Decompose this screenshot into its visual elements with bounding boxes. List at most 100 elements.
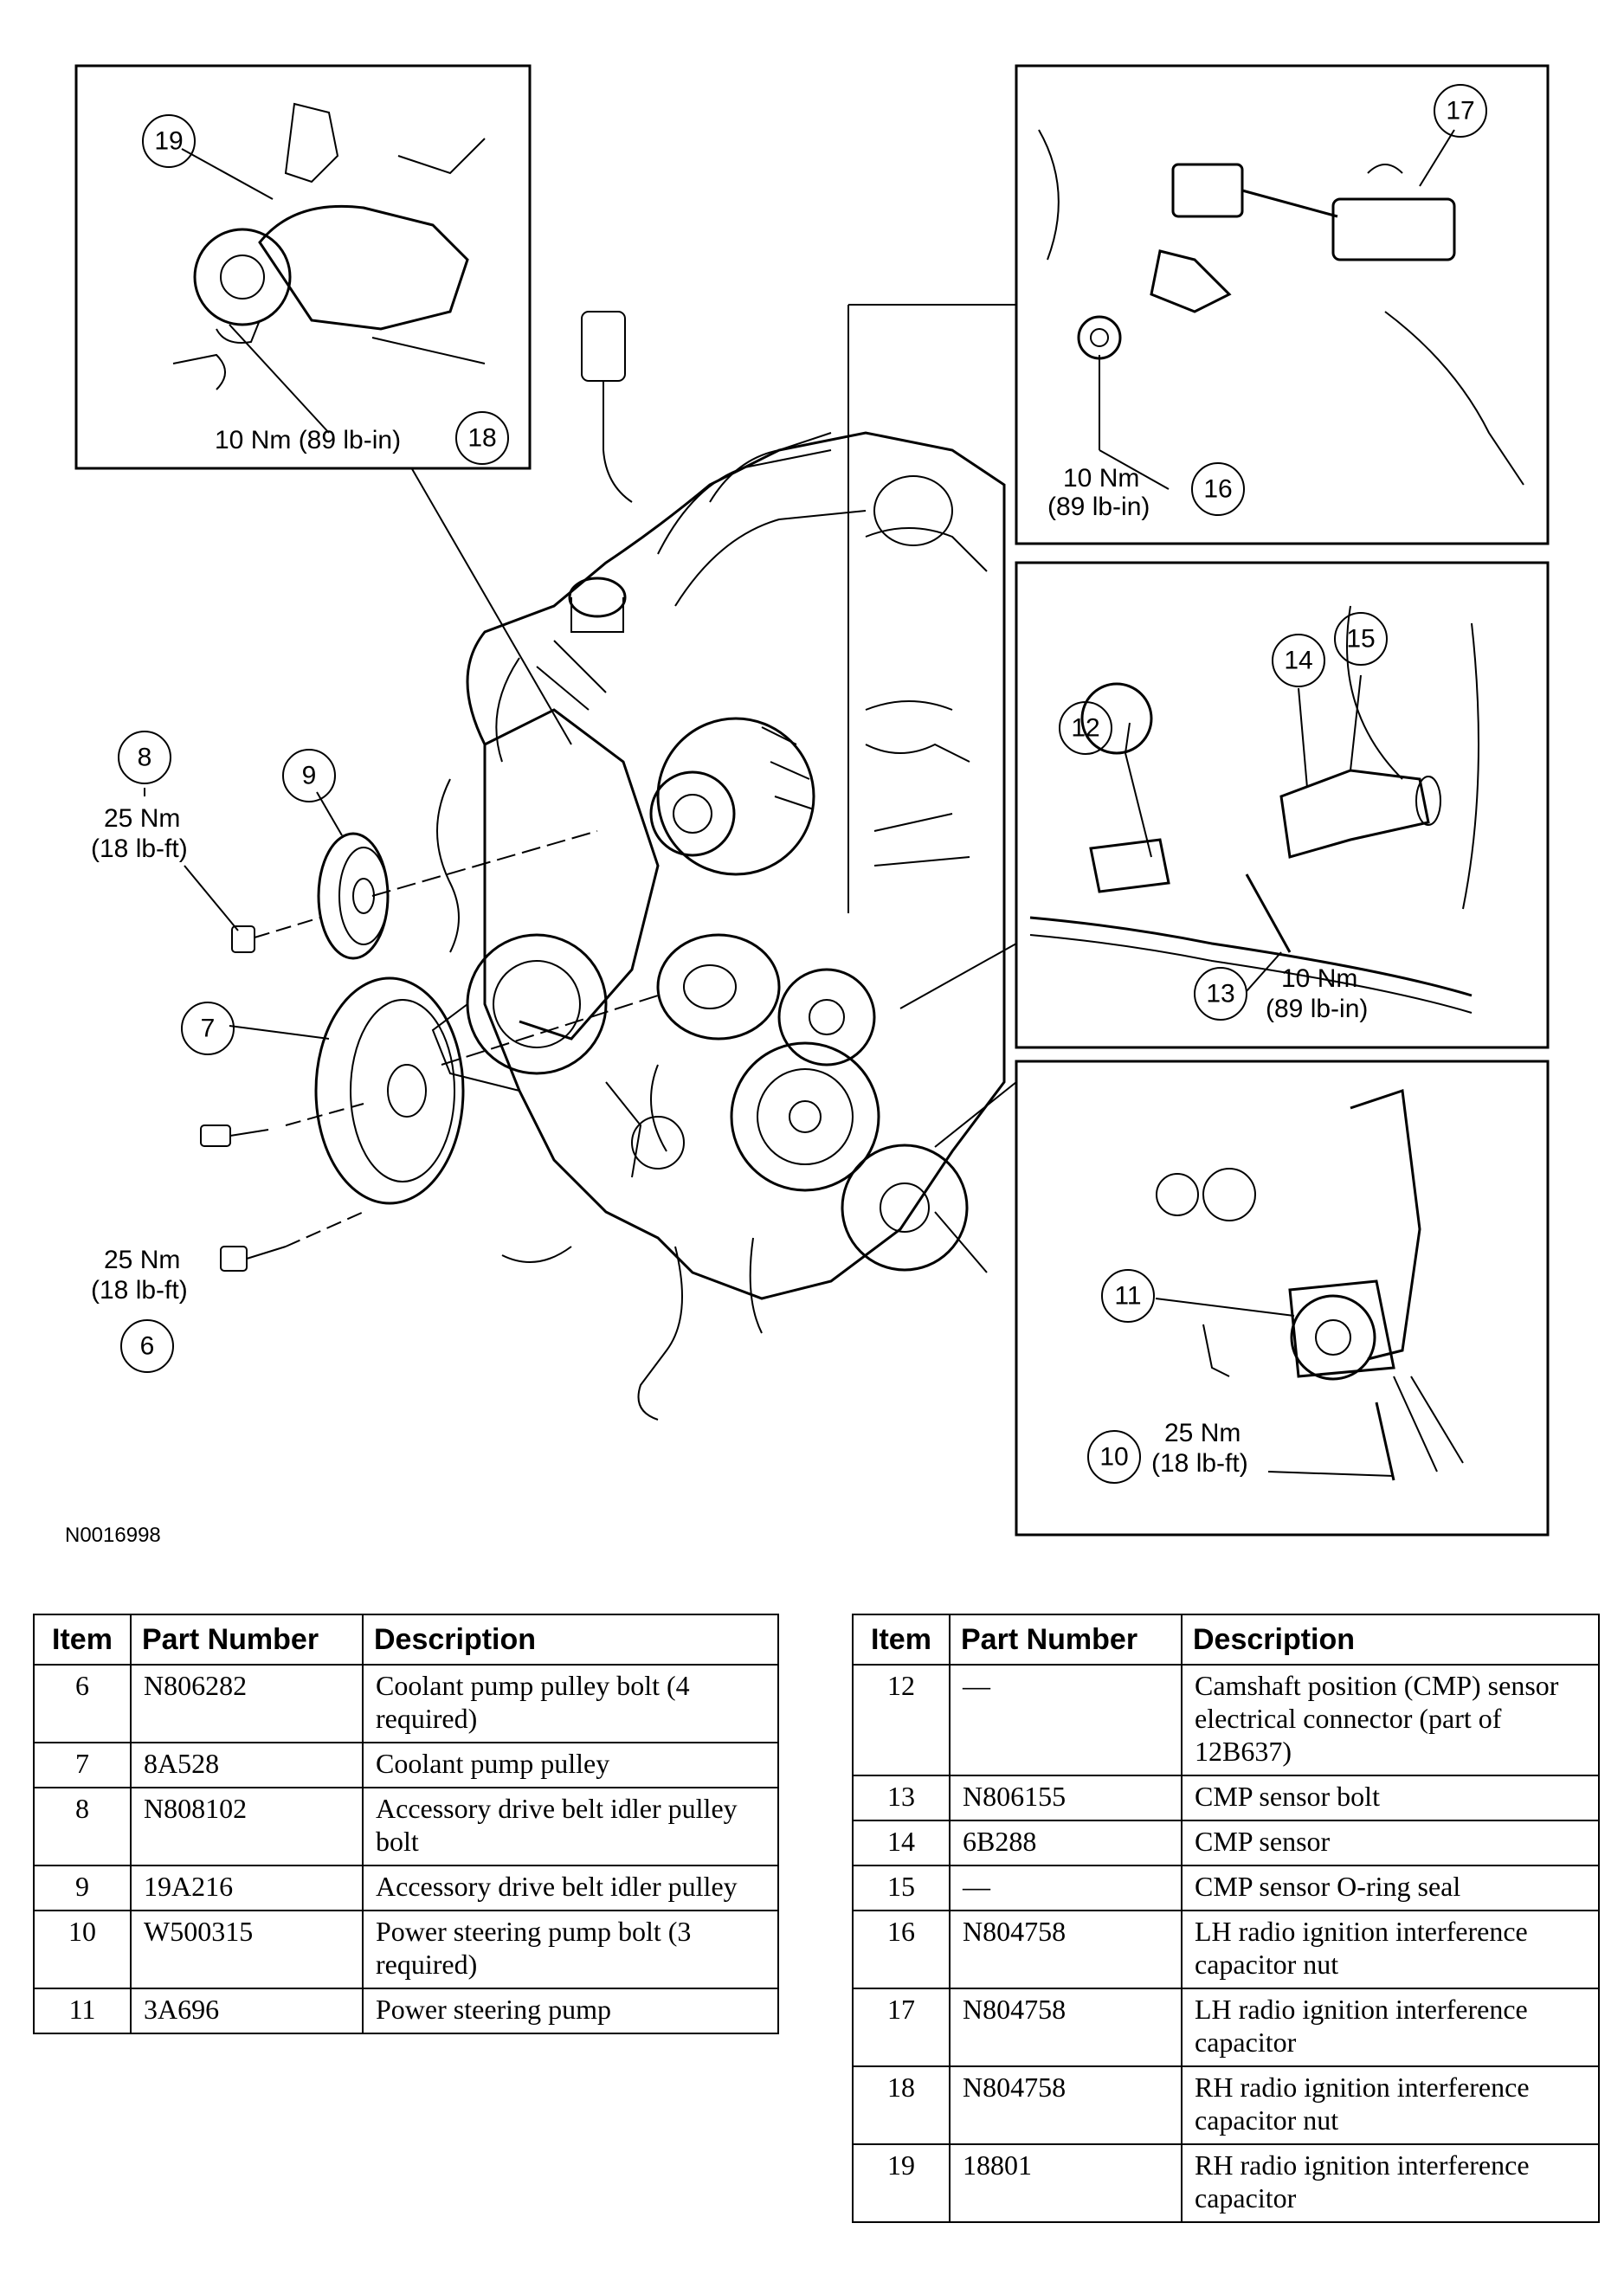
cell-item: 9 <box>33 1865 132 1911</box>
svg-text:19: 19 <box>154 127 183 156</box>
cell-part-number: N804758 <box>949 1988 1183 2067</box>
cell-description: Coolant pump pulley bolt (4 required) <box>362 1664 779 1743</box>
torque-label-10-lb: (18 lb-ft) <box>1151 1449 1248 1478</box>
leader-line <box>184 865 239 931</box>
cell-description: RH radio ignition interference capacitor… <box>1181 2065 1600 2145</box>
cell-part-number: W500315 <box>130 1910 364 1989</box>
inset-frame-cmp-sensor <box>1015 561 1550 1049</box>
parts-table-right: Item Part Number Description 12—Camshaft… <box>852 1614 1600 2223</box>
cell-part-number: 19A216 <box>130 1865 364 1911</box>
torque-label-8-nm: 25 Nm <box>104 804 180 833</box>
cell-part-number: N806282 <box>130 1664 364 1743</box>
callout-9: 9 <box>282 749 336 802</box>
leader-line <box>899 943 1017 1009</box>
svg-text:12: 12 <box>1071 714 1099 743</box>
cell-part-number: 3A696 <box>130 1988 364 2034</box>
cell-part-number: N808102 <box>130 1787 364 1866</box>
cell-item: 19 <box>852 2143 951 2223</box>
cell-part-number: N804758 <box>949 1910 1183 1989</box>
engine-line-art <box>431 311 1006 1421</box>
callout-19: 19 <box>142 114 196 168</box>
inset-frame-rh-capacitor <box>74 64 532 470</box>
cell-description: CMP sensor bolt <box>1181 1775 1600 1821</box>
svg-text:6: 6 <box>140 1332 155 1361</box>
callout-11: 11 <box>1101 1269 1155 1323</box>
cell-part-number: 8A528 <box>130 1742 364 1788</box>
cell-description: LH radio ignition interference capacitor… <box>1181 1910 1600 1989</box>
exploded-parts <box>200 830 659 1272</box>
leader-line <box>934 1081 1017 1148</box>
engine-exploded-diagram: 19 18 17 16 12 14 15 13 11 10 8 9 7 6 10… <box>74 64 1550 1537</box>
cell-item: 14 <box>852 1820 951 1866</box>
inset-lh-capacitor-art <box>1038 129 1524 490</box>
cell-description: Camshaft position (CMP) sensor electrica… <box>1181 1664 1600 1776</box>
cell-item: 7 <box>33 1742 132 1788</box>
cell-part-number: — <box>949 1865 1183 1911</box>
svg-text:16: 16 <box>1203 475 1232 504</box>
table-header-row: Item Part Number Description <box>33 1614 779 1666</box>
svg-text:10: 10 <box>1099 1443 1128 1472</box>
inset-cmp-sensor-art <box>1029 605 1479 1014</box>
svg-text:9: 9 <box>302 762 317 790</box>
table-row: 12—Camshaft position (CMP) sensor electr… <box>852 1664 1600 1776</box>
callout-16: 16 <box>1191 462 1245 516</box>
cell-description: CMP sensor O-ring seal <box>1181 1865 1600 1911</box>
cell-item: 11 <box>33 1988 132 2034</box>
cell-description: RH radio ignition interference capacitor <box>1181 2143 1600 2223</box>
callout-12: 12 <box>1059 701 1112 755</box>
cell-item: 13 <box>852 1775 951 1821</box>
svg-text:11: 11 <box>1114 1282 1141 1311</box>
callout-13: 13 <box>1194 967 1247 1021</box>
callout-10: 10 <box>1087 1430 1141 1484</box>
torque-label-18: 10 Nm (89 lb-in) <box>215 426 401 454</box>
header-part-number: Part Number <box>949 1614 1183 1666</box>
cell-description: LH radio ignition interference capacitor <box>1181 1988 1600 2067</box>
cell-part-number: 18801 <box>949 2143 1183 2223</box>
callout-15: 15 <box>1334 612 1388 666</box>
header-item: Item <box>852 1614 951 1666</box>
cell-description: CMP sensor <box>1181 1820 1600 1866</box>
cell-item: 18 <box>852 2065 951 2145</box>
leader-line <box>1125 722 1131 754</box>
torque-label-10-nm: 25 Nm <box>1164 1419 1241 1447</box>
svg-text:8: 8 <box>138 744 152 772</box>
leader-line <box>410 467 572 745</box>
inset-rh-capacitor-art <box>172 102 486 434</box>
header-description: Description <box>362 1614 779 1666</box>
figure-reference-code: N0016998 <box>65 1524 161 1547</box>
cell-part-number: N804758 <box>949 2065 1183 2145</box>
torque-label-13-lb: (89 lb-in) <box>1266 995 1368 1023</box>
cell-item: 12 <box>852 1664 951 1776</box>
cell-item: 16 <box>852 1910 951 1989</box>
callout-14: 14 <box>1272 634 1325 687</box>
torque-label-13-nm: 10 Nm <box>1281 964 1357 993</box>
cell-part-number: — <box>949 1664 1183 1776</box>
cell-description: Accessory drive belt idler pulley <box>362 1865 779 1911</box>
torque-label-8-lb: (18 lb-ft) <box>91 834 188 863</box>
callout-17: 17 <box>1434 84 1487 138</box>
inset-frame-ps-pump <box>1015 1060 1550 1537</box>
svg-text:14: 14 <box>1284 647 1312 675</box>
cell-item: 8 <box>33 1787 132 1866</box>
svg-text:13: 13 <box>1206 980 1234 1008</box>
svg-text:7: 7 <box>201 1015 216 1043</box>
svg-text:17: 17 <box>1446 97 1474 126</box>
table-row: 15—CMP sensor O-ring seal <box>852 1865 1600 1911</box>
cell-part-number: N806155 <box>949 1775 1183 1821</box>
torque-label-6-lb: (18 lb-ft) <box>91 1276 188 1305</box>
cell-part-number: 6B288 <box>949 1820 1183 1866</box>
cell-description: Coolant pump pulley <box>362 1742 779 1788</box>
leader-line <box>229 1025 330 1040</box>
torque-label-6-nm: 25 Nm <box>104 1246 180 1274</box>
header-part-number: Part Number <box>130 1614 364 1666</box>
